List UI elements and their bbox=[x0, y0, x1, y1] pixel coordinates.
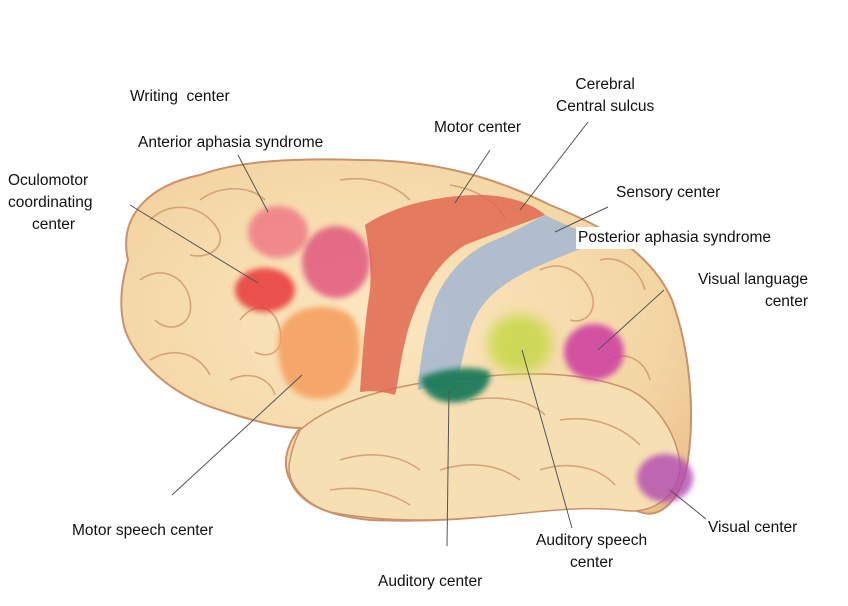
label-auditory-center: Auditory center bbox=[376, 571, 484, 593]
label-sensory-center: Sensory center bbox=[614, 182, 722, 204]
auditory-speech-area bbox=[488, 314, 552, 374]
label-visual-language: Visual language center bbox=[696, 269, 810, 313]
writing-area bbox=[248, 206, 308, 258]
label-visual-center-text: Visual center bbox=[708, 517, 797, 539]
visual-language-area bbox=[564, 324, 624, 380]
label-auditory-speech-line1: Auditory speech bbox=[536, 530, 647, 552]
label-motor-center: Motor center bbox=[432, 117, 523, 139]
label-sensory-center-text: Sensory center bbox=[616, 182, 720, 204]
label-anterior-aphasia: Anterior aphasia syndrome bbox=[136, 132, 325, 154]
label-anterior-aphasia-text: Anterior aphasia syndrome bbox=[138, 132, 323, 154]
label-visual-center: Visual center bbox=[706, 517, 799, 539]
label-auditory-speech: Auditory speech center bbox=[534, 530, 649, 574]
label-visual-language-line2: center bbox=[698, 291, 808, 313]
label-oculomotor-line2: coordinating bbox=[8, 192, 92, 214]
anterior-aphasia-area bbox=[302, 226, 370, 298]
label-motor-center-text: Motor center bbox=[434, 117, 521, 139]
label-posterior-aphasia: Posterior aphasia syndrome bbox=[576, 227, 773, 249]
label-visual-language-line1: Visual language bbox=[698, 269, 808, 291]
motor-speech-area bbox=[278, 307, 360, 399]
label-oculomotor-line3: center bbox=[8, 214, 92, 236]
visual-area bbox=[637, 454, 693, 502]
label-motor-speech-text: Motor speech center bbox=[72, 520, 213, 542]
label-oculomotor: Oculomotor coordinating center bbox=[6, 170, 94, 236]
label-motor-speech: Motor speech center bbox=[70, 520, 215, 542]
label-posterior-aphasia-text: Posterior aphasia syndrome bbox=[578, 227, 771, 249]
leader-central-sulcus bbox=[520, 122, 588, 210]
label-cerebral-central-sulcus: Cerebral Central sulcus bbox=[554, 74, 656, 118]
label-cerebral-line1: Cerebral bbox=[556, 74, 654, 96]
label-auditory-center-text: Auditory center bbox=[378, 571, 482, 593]
label-oculomotor-line1: Oculomotor bbox=[8, 170, 92, 192]
label-auditory-speech-line2: center bbox=[536, 552, 647, 574]
label-writing-center: Writing center bbox=[128, 86, 232, 108]
label-writing-center-text: Writing center bbox=[130, 86, 230, 108]
leader-visual bbox=[670, 490, 706, 519]
label-central-sulcus-line2: Central sulcus bbox=[556, 96, 654, 118]
